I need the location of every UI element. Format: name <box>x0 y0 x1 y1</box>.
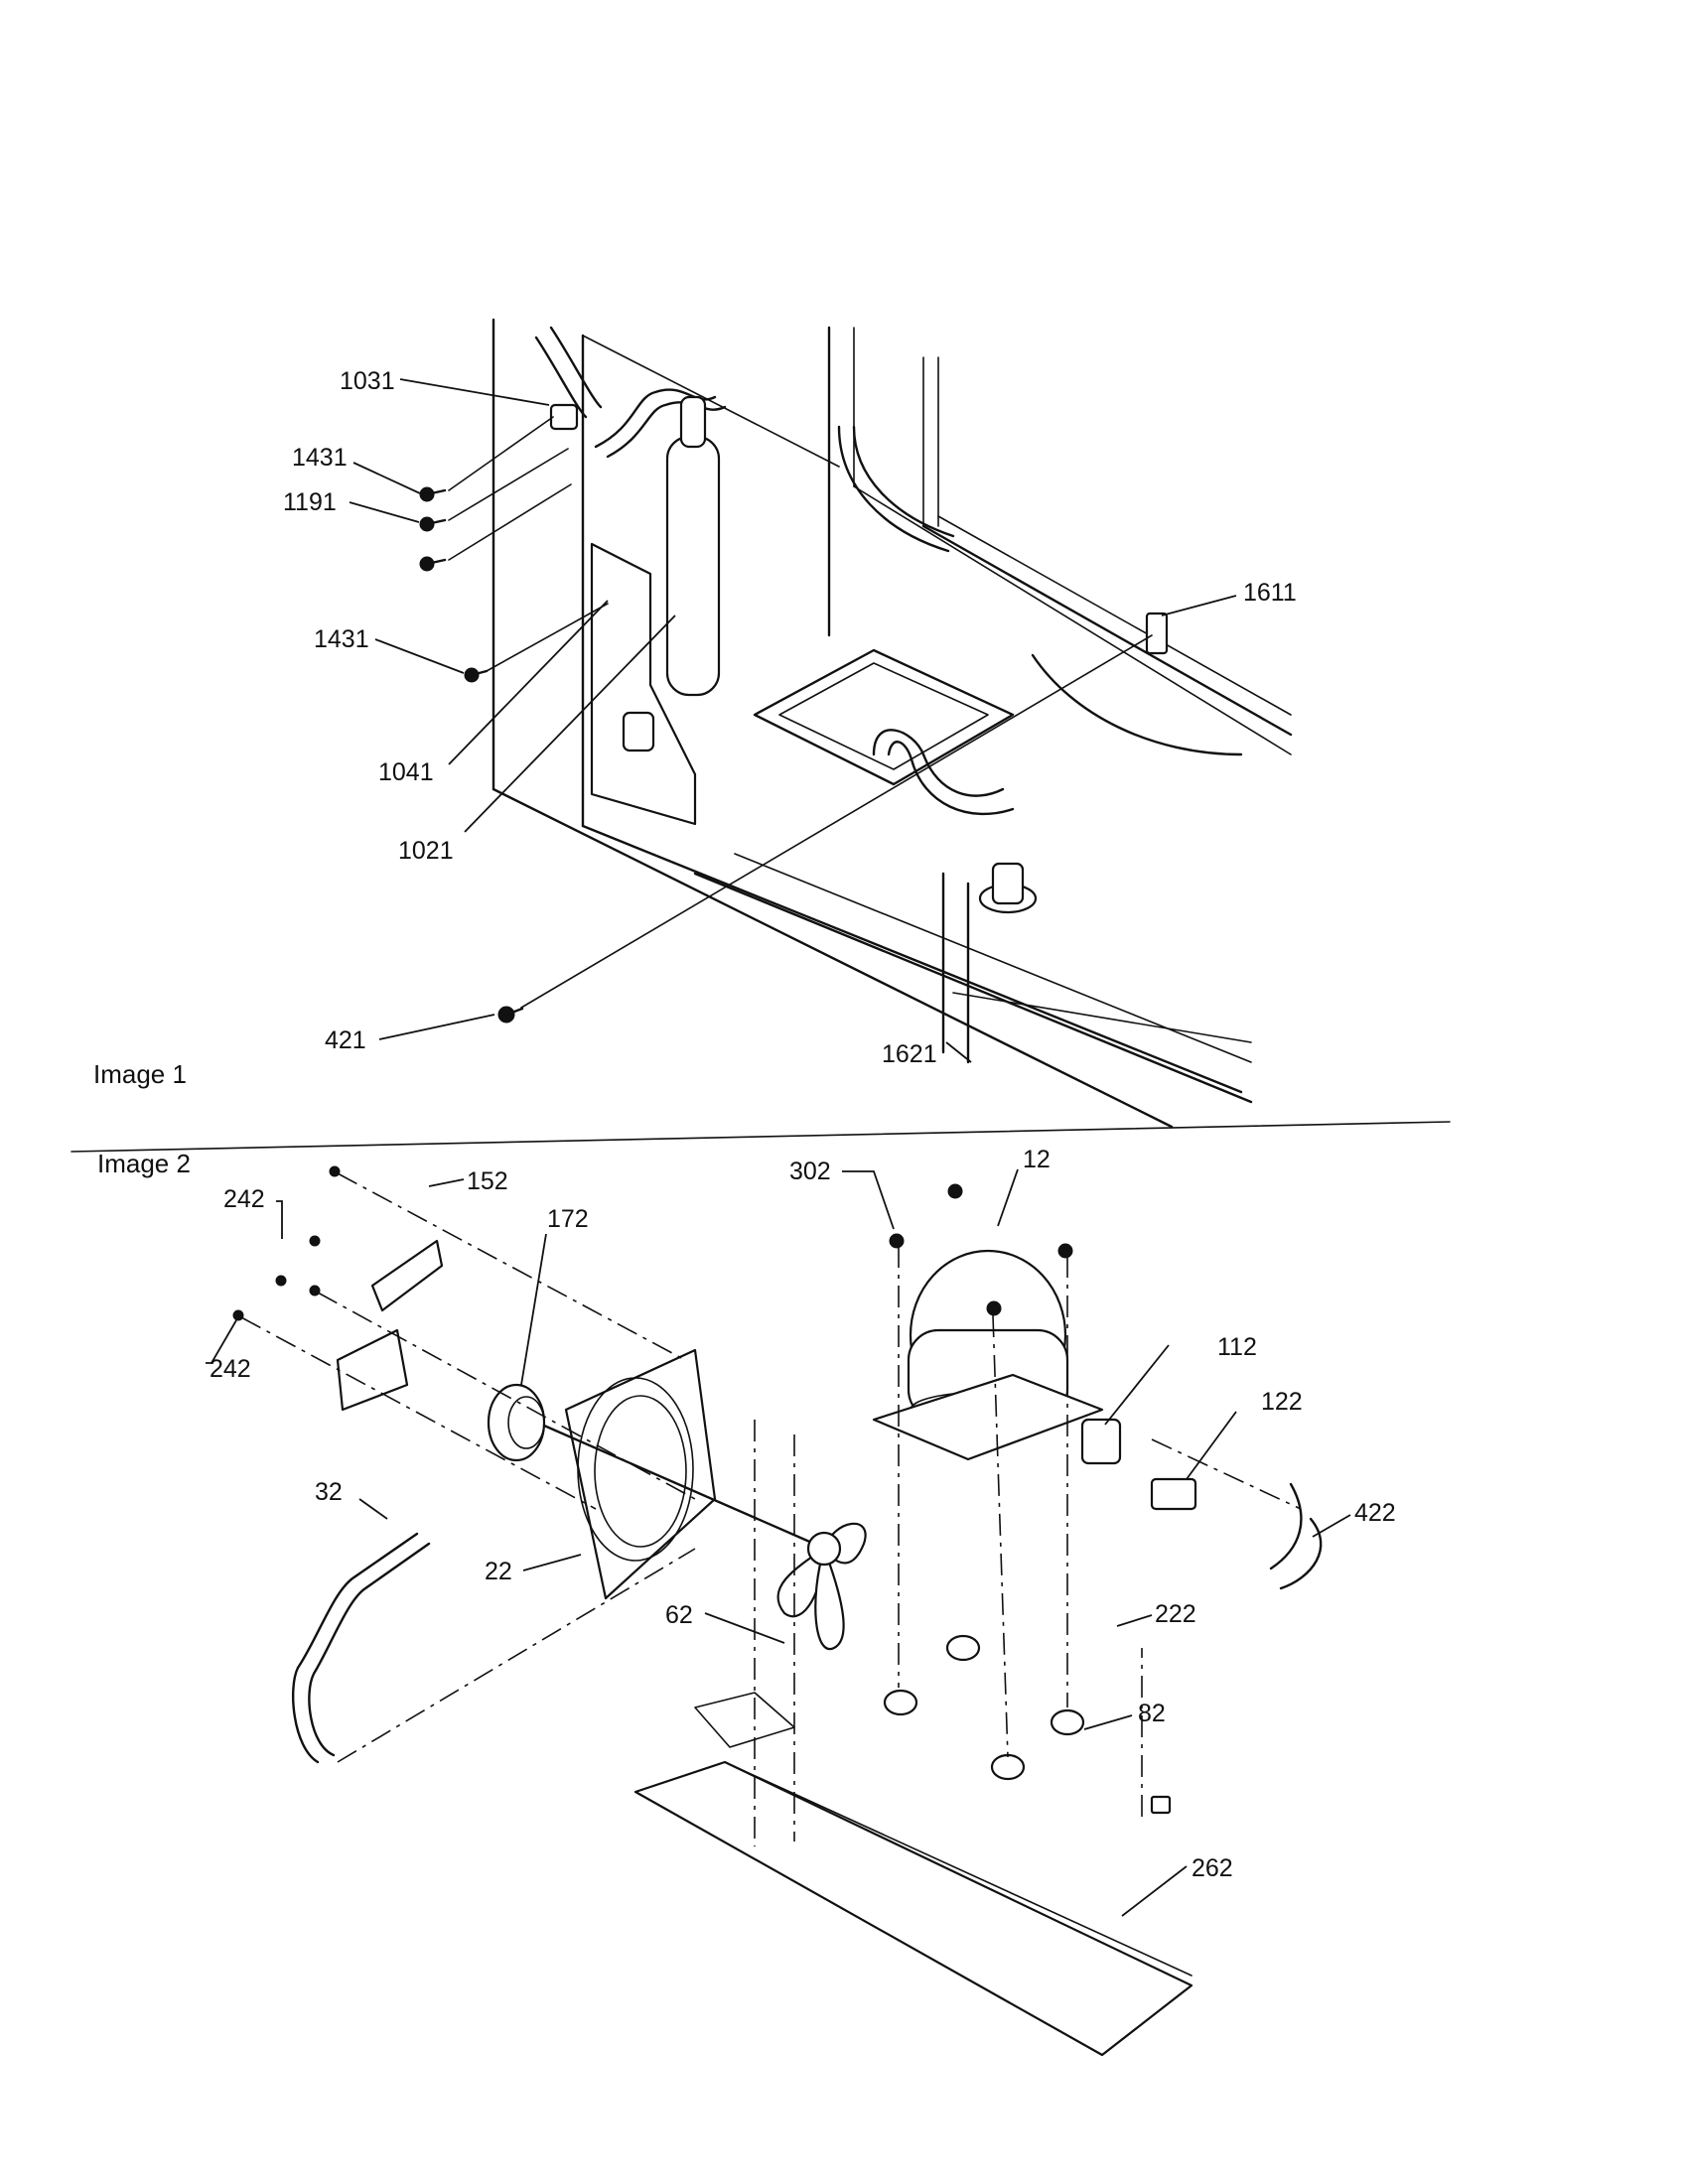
callout-152: 152 <box>467 1167 508 1195</box>
callout-421: 421 <box>325 1026 366 1054</box>
callout-172: 172 <box>547 1205 589 1233</box>
screw-1431-top <box>419 486 447 502</box>
fan-blade <box>776 1522 867 1651</box>
callout-112: 112 <box>1217 1333 1257 1361</box>
screw-extra <box>419 556 447 572</box>
callout-302: 302 <box>789 1158 831 1185</box>
callout-62: 62 <box>665 1601 693 1629</box>
image2-callouts: 152 172 242 242 12 302 112 122 422 32 22… <box>206 1146 1396 1917</box>
callout-1041: 1041 <box>378 758 434 786</box>
image2-drawing <box>232 1165 1323 2057</box>
section-divider <box>70 1121 1451 1153</box>
callout-1031: 1031 <box>340 367 395 395</box>
image1-drawing <box>419 318 1293 1129</box>
image1-callouts: 1031 1431 1191 1431 1041 1021 1611 421 1… <box>283 367 1297 1068</box>
callout-1191: 1191 <box>283 488 337 516</box>
caption-image1: Image 1 <box>93 1059 187 1089</box>
callout-262: 262 <box>1192 1854 1233 1882</box>
compressor <box>872 1249 1104 1461</box>
callout-1021: 1021 <box>398 837 454 865</box>
callout-22: 22 <box>485 1558 512 1585</box>
screw-1191 <box>419 516 447 532</box>
callout-242-lower: 242 <box>210 1355 251 1383</box>
callout-82: 82 <box>1138 1700 1166 1727</box>
callout-1611: 1611 <box>1243 579 1297 607</box>
callout-122: 122 <box>1261 1388 1303 1416</box>
screw-421 <box>497 1006 524 1024</box>
callout-242-upper: 242 <box>223 1185 265 1213</box>
grommets <box>883 1634 1085 1781</box>
callout-422: 422 <box>1354 1499 1396 1527</box>
callout-1431-lower: 1431 <box>314 625 369 653</box>
screw-1431-lower <box>464 667 489 683</box>
callout-1621: 1621 <box>882 1040 937 1068</box>
callout-12: 12 <box>1023 1146 1051 1173</box>
callout-222: 222 <box>1155 1600 1196 1628</box>
caption-image2: Image 2 <box>97 1149 191 1178</box>
callout-32: 32 <box>315 1478 343 1506</box>
callout-1431-top: 1431 <box>292 444 348 472</box>
